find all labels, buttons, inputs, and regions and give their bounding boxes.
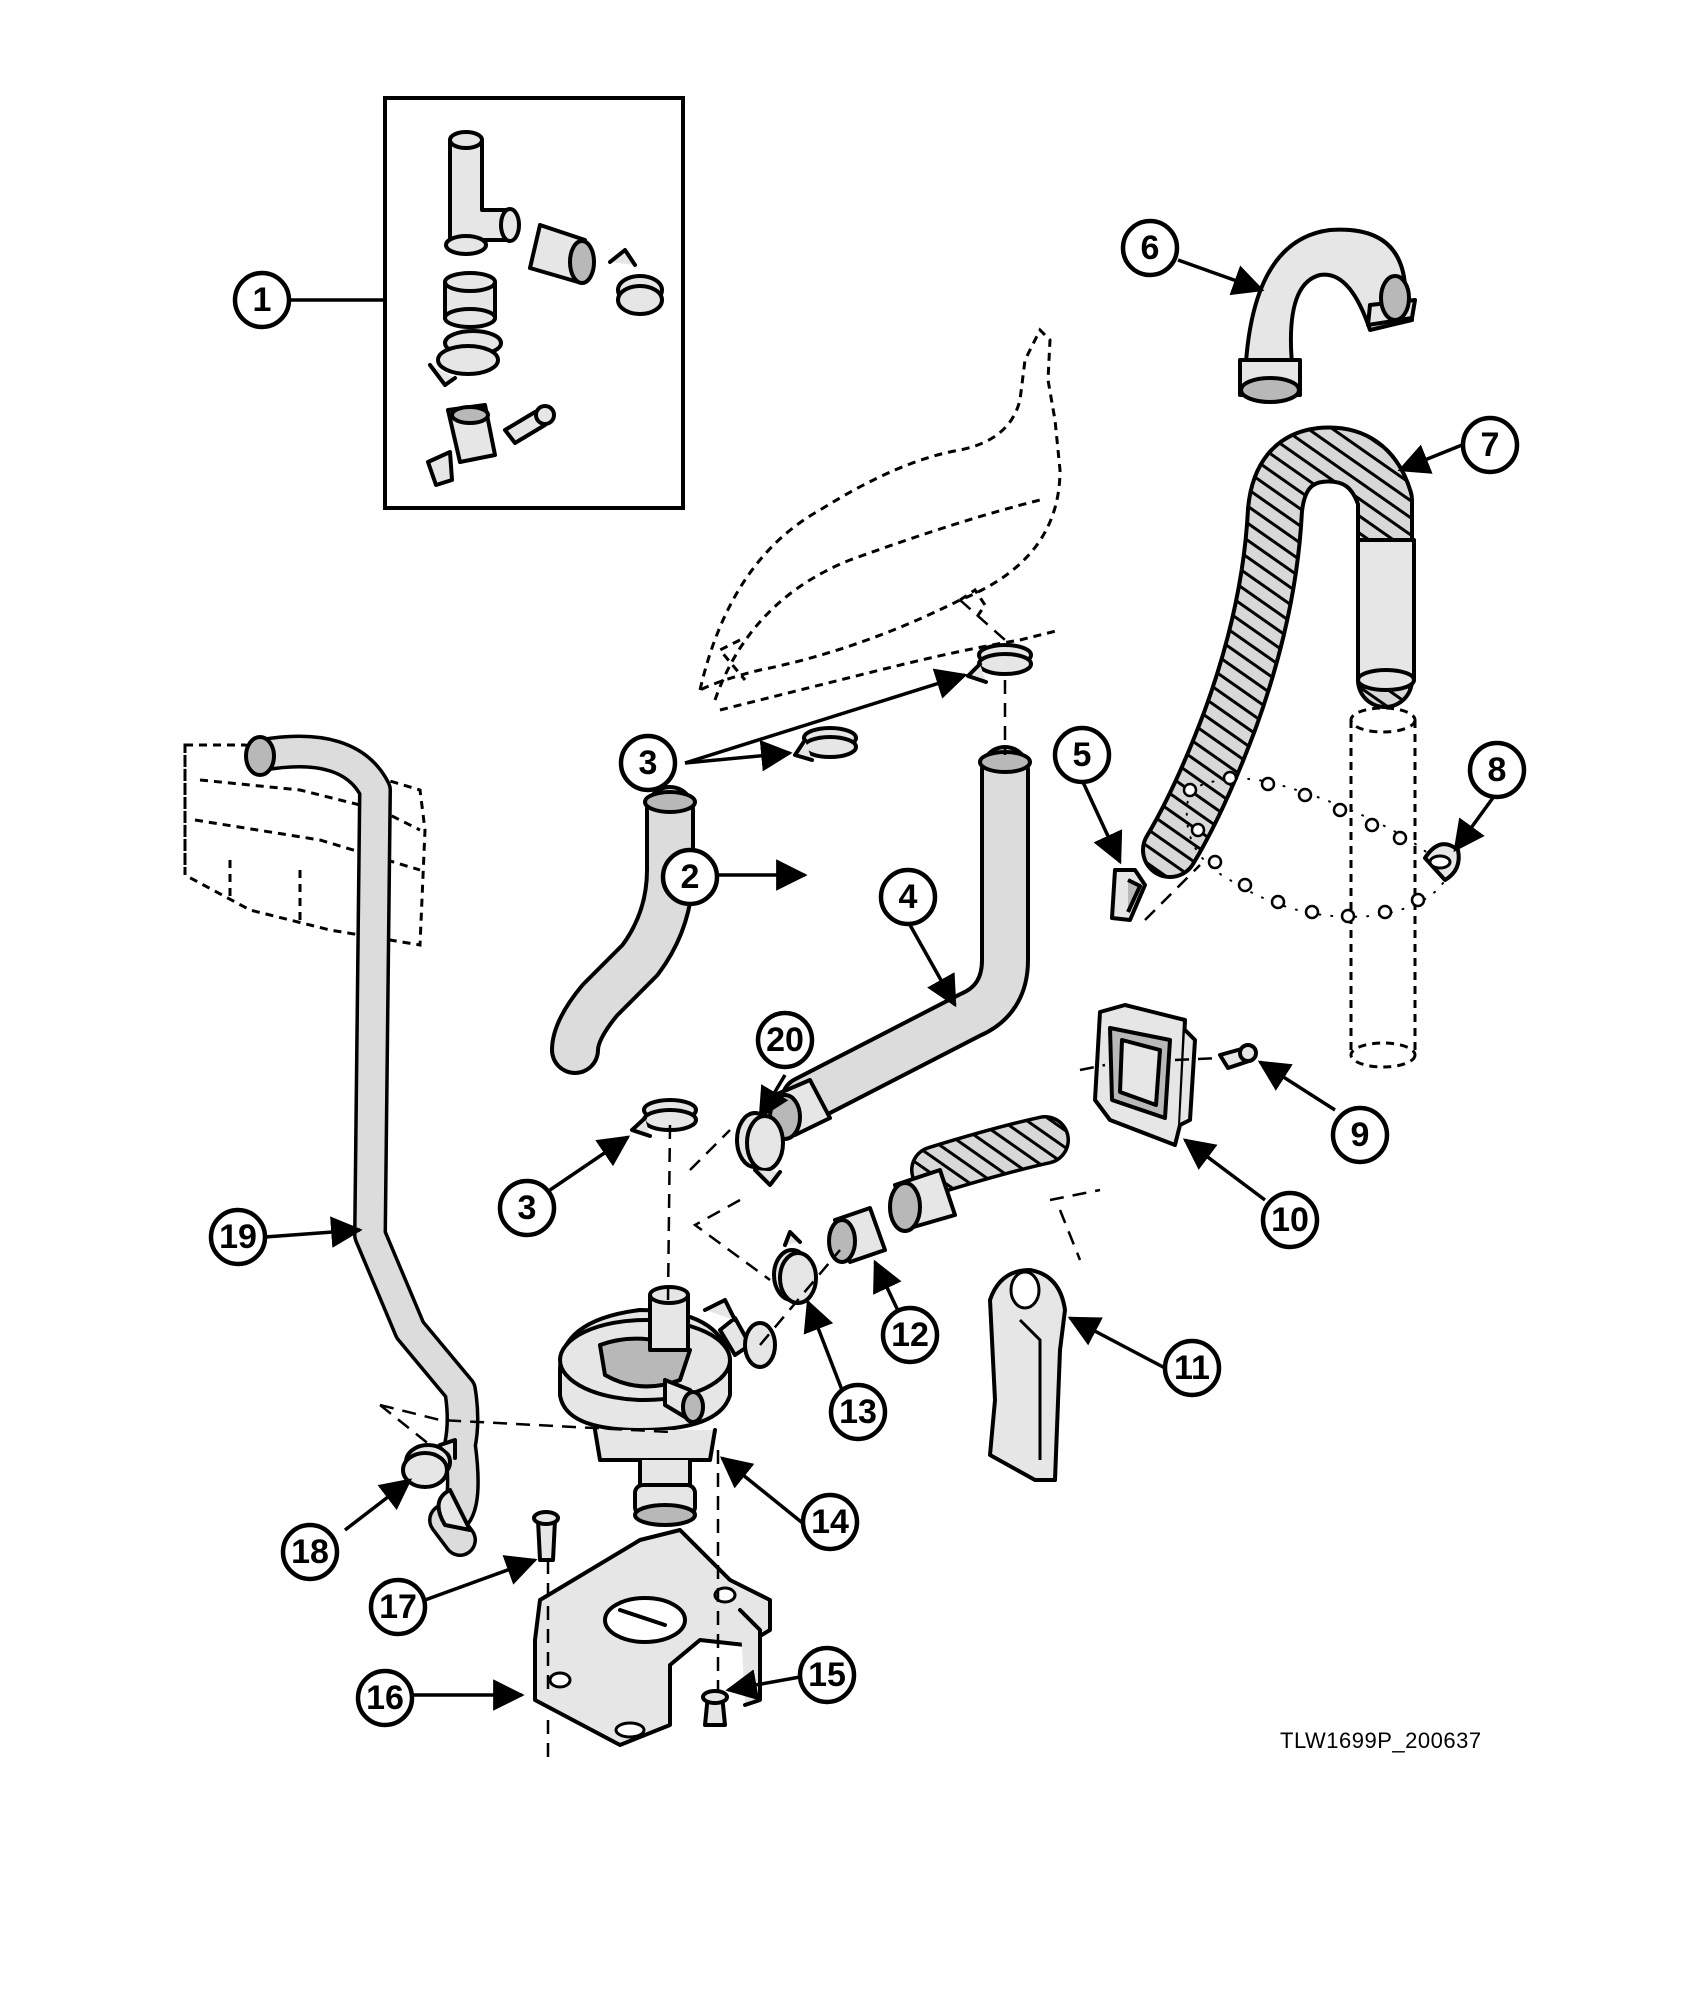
pump-mounting-bracket: [533, 1528, 772, 1747]
clamp-18: [401, 1438, 457, 1489]
fittings-kit-box: [383, 96, 685, 510]
svg-text:14: 14: [811, 1503, 849, 1541]
svg-text:11: 11: [1174, 1349, 1210, 1387]
callout-17: 17: [368, 1577, 428, 1637]
screw-9: [1218, 1043, 1258, 1070]
callout-5: 5: [1052, 725, 1112, 785]
svg-text:20: 20: [766, 1021, 804, 1059]
svg-text:15: 15: [808, 1656, 846, 1694]
svg-text:4: 4: [899, 878, 918, 916]
standpipe-outline: [1349, 706, 1417, 1069]
callout-7: 7: [1460, 415, 1520, 475]
long-curved-hose: [768, 745, 1032, 1141]
callout-11: 11: [1162, 1338, 1222, 1398]
short-curved-hose: [550, 785, 697, 1075]
corrugated-drain-hose: [1141, 425, 1416, 879]
callout-8: 8: [1467, 740, 1527, 800]
svg-text:10: 10: [1271, 1201, 1309, 1239]
callout-18: 18: [280, 1522, 340, 1582]
sleeve-12: [827, 1206, 887, 1264]
screw-17: [532, 1510, 560, 1562]
callout-3-lower: 3: [497, 1178, 557, 1238]
assembly-lines: [379, 599, 1221, 1760]
drain-pump: [558, 1285, 777, 1527]
long-drain-tube: [244, 734, 480, 1557]
svg-text:18: 18: [291, 1533, 329, 1571]
hose-retainer: [988, 1268, 1067, 1482]
callout-1: 1: [232, 270, 292, 330]
svg-text:9: 9: [1351, 1116, 1370, 1154]
svg-text:12: 12: [891, 1316, 929, 1354]
callout-19: 19: [208, 1207, 268, 1267]
bracket-plate: [1093, 1003, 1197, 1147]
callout-16: 16: [355, 1668, 415, 1728]
callout-10: 10: [1260, 1190, 1320, 1250]
callout-12: 12: [880, 1305, 940, 1365]
hose-guide: [1238, 227, 1417, 404]
callout-4: 4: [878, 867, 938, 927]
connector-hose: [888, 1115, 1070, 1233]
clamp-20: [735, 1111, 785, 1187]
svg-text:5: 5: [1073, 736, 1092, 774]
svg-text:3: 3: [639, 744, 658, 782]
small-clip: [1110, 868, 1147, 922]
leader-lines: [264, 258, 1497, 1711]
svg-text:13: 13: [839, 1393, 877, 1431]
diagram-reference-code: TLW1699P_200637: [1280, 1728, 1482, 1753]
svg-text:16: 16: [366, 1679, 404, 1717]
svg-text:1: 1: [253, 281, 272, 319]
callout-15: 15: [797, 1645, 857, 1705]
callout-9: 9: [1330, 1105, 1390, 1165]
tub-outline: [697, 327, 1062, 712]
callout-13: 13: [828, 1382, 888, 1442]
screw-15: [701, 1689, 729, 1727]
svg-text:3: 3: [518, 1189, 537, 1227]
callout-20: 20: [755, 1010, 815, 1070]
svg-text:7: 7: [1481, 426, 1500, 464]
svg-text:19: 19: [219, 1218, 257, 1256]
svg-text:2: 2: [681, 858, 700, 896]
bead-chain-strap: [1182, 770, 1461, 924]
svg-text:8: 8: [1488, 751, 1507, 789]
svg-text:17: 17: [379, 1588, 417, 1626]
callout-14: 14: [800, 1492, 860, 1552]
callout-2: 2: [660, 847, 720, 907]
ring-clamp-13: [772, 1230, 818, 1305]
svg-text:6: 6: [1141, 229, 1160, 267]
callout-3-upper: 3: [618, 733, 678, 793]
callout-6: 6: [1120, 218, 1180, 278]
